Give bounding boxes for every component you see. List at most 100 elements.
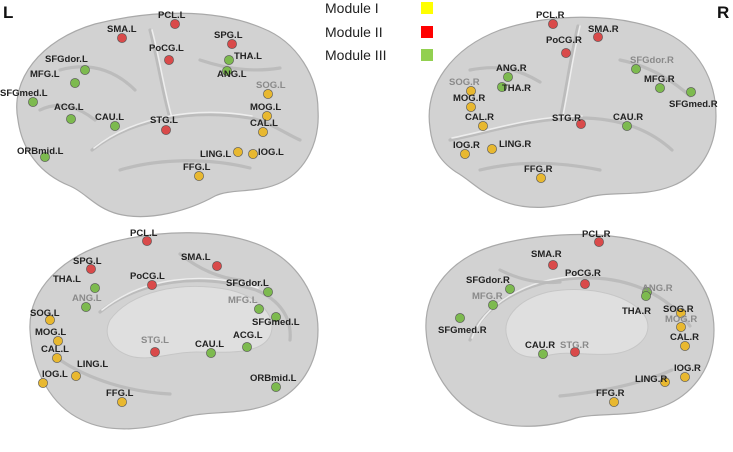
node-pocg-l bbox=[164, 55, 174, 65]
node-label-tha-l: THA.L bbox=[53, 274, 81, 285]
node-label-sog-r: SOG.R bbox=[663, 304, 694, 315]
node-ling-l bbox=[233, 147, 243, 157]
node-label-tha-r: THA.R bbox=[502, 83, 531, 94]
node-label-mog-r: MOG.R bbox=[453, 93, 485, 104]
node-label-orbmid-l: ORBmid.L bbox=[250, 373, 297, 384]
node-label-acg-l: ACG.L bbox=[54, 102, 84, 113]
node-label-ffg-r: FFG.R bbox=[524, 164, 553, 175]
node-label-cau-r: CAU.R bbox=[525, 340, 555, 351]
node-ang-l bbox=[81, 302, 91, 312]
node-tha-l bbox=[90, 283, 100, 293]
node-sfgdor-l bbox=[263, 287, 273, 297]
node-tha-r bbox=[497, 82, 507, 92]
node-label-cal-l: CAL.L bbox=[250, 118, 278, 129]
node-label-ang-r: ANG.R bbox=[642, 283, 673, 294]
node-label-cal-r: CAL.R bbox=[465, 112, 494, 123]
node-sma-r bbox=[593, 32, 603, 42]
legend-swatch-module-1 bbox=[421, 2, 433, 14]
node-label-stg-r: STG.R bbox=[552, 113, 581, 124]
node-pcl-l bbox=[170, 19, 180, 29]
node-label-sfgmed-l: SFGmed.L bbox=[252, 317, 300, 328]
node-label-stg-l: STG.L bbox=[150, 115, 178, 126]
node-pcl-l bbox=[142, 236, 152, 246]
node-ang-l bbox=[222, 66, 232, 76]
node-label-ffg-l: FFG.L bbox=[106, 388, 134, 399]
node-label-ling-l: LING.L bbox=[77, 359, 108, 370]
node-tha-l bbox=[224, 55, 234, 65]
node-label-ffg-l: FFG.L bbox=[183, 162, 211, 173]
legend-label-module-1: Module I bbox=[325, 0, 379, 16]
node-label-ling-r: LING.R bbox=[499, 139, 531, 150]
node-sfgmed-l bbox=[28, 97, 38, 107]
node-label-acg-l: ACG.L bbox=[233, 330, 263, 341]
node-spg-l bbox=[86, 264, 96, 274]
node-ffg-l bbox=[194, 171, 204, 181]
nodes-left-lateral: PCL.LSMA.LSPG.LPoCG.LSFGdor.LMFG.LTHA.LA… bbox=[0, 10, 286, 181]
node-mog-l bbox=[262, 111, 272, 121]
node-label-mfg-r: MFG.R bbox=[472, 291, 503, 302]
node-sog-r bbox=[676, 308, 686, 318]
node-label-pcl-l: PCL.L bbox=[130, 228, 158, 239]
node-mfg-l bbox=[254, 304, 264, 314]
node-label-iog-l: IOG.L bbox=[42, 369, 68, 380]
node-orbmid-l bbox=[40, 152, 50, 162]
node-ffg-l bbox=[117, 397, 127, 407]
node-label-sfgmed-r: SFGmed.R bbox=[669, 99, 718, 110]
node-sog-r bbox=[466, 86, 476, 96]
node-sma-l bbox=[212, 261, 222, 271]
node-pocg-r bbox=[561, 48, 571, 58]
node-label-sog-l: SOG.L bbox=[256, 80, 286, 91]
node-ang-r bbox=[503, 72, 513, 82]
node-label-pcl-r: PCL.R bbox=[536, 10, 565, 21]
node-label-ling-l: LING.L bbox=[200, 149, 231, 160]
node-cal-l bbox=[258, 127, 268, 137]
node-label-cau-r: CAU.R bbox=[613, 112, 643, 123]
node-pcl-r bbox=[594, 237, 604, 247]
module-legend: Module I Module II Module III bbox=[325, 0, 433, 63]
node-sma-r bbox=[548, 260, 558, 270]
node-label-ang-r: ANG.R bbox=[496, 63, 527, 74]
node-label-spg-l: SPG.L bbox=[214, 30, 243, 41]
brain-left-lateral bbox=[16, 12, 319, 218]
node-pocg-r bbox=[580, 279, 590, 289]
node-stg-l bbox=[150, 347, 160, 357]
node-label-sfgmed-r: SFGmed.R bbox=[438, 325, 487, 336]
node-label-stg-l: STG.L bbox=[141, 335, 169, 346]
node-orbmid-l bbox=[271, 382, 281, 392]
brain-right-lateral bbox=[428, 16, 717, 208]
node-label-sma-l: SMA.L bbox=[181, 252, 211, 263]
node-cau-l bbox=[206, 348, 216, 358]
node-cal-r bbox=[680, 341, 690, 351]
node-iog-l bbox=[248, 149, 258, 159]
node-pcl-r bbox=[548, 19, 558, 29]
node-cau-l bbox=[110, 121, 120, 131]
node-label-sfgdor-l: SFGdor.L bbox=[226, 278, 269, 289]
node-label-pcl-r: PCL.R bbox=[582, 229, 611, 240]
node-cal-l bbox=[52, 353, 62, 363]
node-ffg-r bbox=[609, 397, 619, 407]
node-label-mfg-r: MFG.R bbox=[644, 74, 675, 85]
node-sfgmed-r bbox=[455, 313, 465, 323]
right-hemisphere-letter: R bbox=[717, 3, 729, 22]
node-label-iog-r: IOG.R bbox=[674, 363, 701, 374]
brain-right-medial bbox=[425, 233, 715, 427]
legend-swatch-module-3 bbox=[421, 49, 433, 61]
node-sfgmed-l bbox=[271, 312, 281, 322]
node-label-pocg-r: PoCG.R bbox=[565, 268, 601, 279]
node-label-cau-l: CAU.L bbox=[195, 339, 224, 350]
node-sma-l bbox=[117, 33, 127, 43]
node-label-iog-l: IOG.L bbox=[258, 147, 284, 158]
node-iog-l bbox=[38, 378, 48, 388]
node-label-ffg-r: FFG.R bbox=[596, 388, 625, 399]
legend-label-module-2: Module II bbox=[325, 24, 383, 40]
node-label-sog-r: SOG.R bbox=[449, 77, 480, 88]
node-label-sfgdor-r: SFGdor.R bbox=[630, 55, 674, 66]
node-label-spg-l: SPG.L bbox=[73, 256, 102, 267]
node-label-pocg-r: PoCG.R bbox=[546, 35, 582, 46]
node-label-sfgdor-r: SFGdor.R bbox=[466, 275, 510, 286]
node-label-stg-r: STG.R bbox=[560, 340, 589, 351]
node-label-sfgmed-l: SFGmed.L bbox=[0, 88, 48, 99]
node-label-cal-r: CAL.R bbox=[670, 332, 699, 343]
node-mfg-r bbox=[655, 83, 665, 93]
